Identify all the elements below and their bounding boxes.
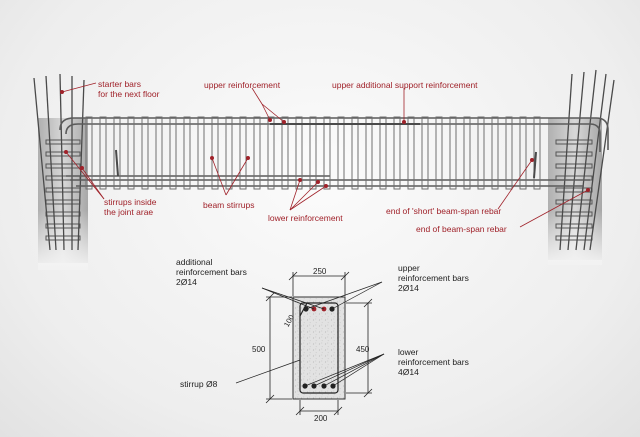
dim-height-outer: 500 xyxy=(252,345,266,354)
left-column xyxy=(33,73,88,270)
beam-callout-lines xyxy=(60,82,591,228)
label-end-short-rebar: end of 'short' beam-span rebar xyxy=(386,206,502,216)
label-stirrup: stirrup Ø8 xyxy=(180,379,218,389)
right-column xyxy=(548,69,615,265)
label-lower-bars: lower reinforcement bars 4Ø14 xyxy=(398,347,469,377)
dim-bottom-width: 200 xyxy=(314,414,328,423)
beam-stirrups xyxy=(85,116,541,190)
label-end-beam-span-rebar: end of beam-span rebar xyxy=(416,224,507,234)
dim-height-inner: 450 xyxy=(356,345,370,354)
label-lower-reinforcement: lower reinforcement xyxy=(268,213,343,223)
label-upper-bars: upper reinforcement bars 2Ø14 xyxy=(398,263,469,293)
label-upper-additional-support: upper additional support reinforcement xyxy=(332,80,478,90)
starter-bars-right xyxy=(559,69,615,251)
beam-cage xyxy=(59,116,609,190)
label-additional-bars: additional reinforcement bars 2Ø14 xyxy=(176,257,247,287)
dim-top-width: 250 xyxy=(313,267,327,276)
label-beam-stirrups: beam stirrups xyxy=(203,200,255,210)
beam-cross-section xyxy=(292,296,346,400)
label-stirrups-joint: stirrups inside the joint arae xyxy=(104,197,157,217)
starter-bars-left xyxy=(33,73,85,251)
label-starter-bars: starter bars for the next floor xyxy=(98,79,160,99)
label-upper-reinforcement: upper reinforcement xyxy=(204,80,281,90)
section-callout-lines xyxy=(235,281,385,387)
